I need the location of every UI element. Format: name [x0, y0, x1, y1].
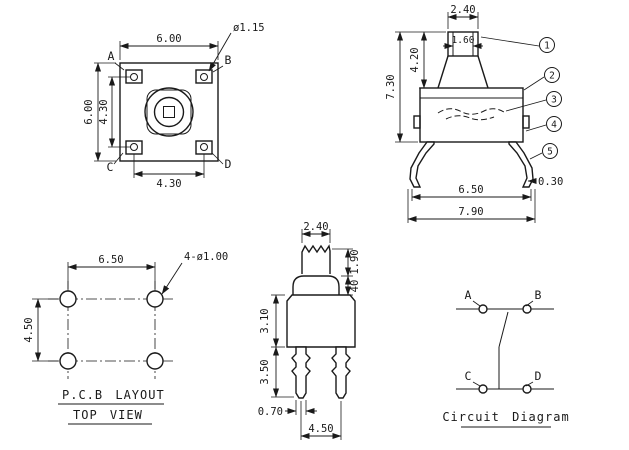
circuit-caption: Circuit Diagram	[442, 410, 569, 424]
terminal-label-c: C	[465, 369, 472, 383]
terminal-pad-c	[125, 140, 143, 155]
switch-blade	[498, 311, 509, 348]
terminal-node-b	[522, 304, 532, 314]
terminal-label-d: D	[535, 369, 542, 383]
callout-1-number: 1	[544, 41, 550, 52]
pin-right	[331, 346, 351, 399]
terminal-label-ticks	[472, 300, 534, 387]
actuator-outer-circle	[144, 87, 194, 137]
lead-right	[508, 141, 534, 188]
top-view-dimensions	[94, 32, 232, 178]
body-tab-left	[413, 115, 421, 129]
callout-2-badge	[544, 67, 560, 83]
terminal-pad-a	[125, 69, 143, 84]
callout-3-badge	[546, 91, 562, 107]
stem-flare-left	[437, 55, 449, 89]
dim-front-stem-lower: 40	[349, 280, 361, 293]
switch-body-side	[419, 87, 524, 143]
terminal-label-b: B	[535, 288, 542, 302]
stem-flare-right	[477, 55, 489, 89]
pcb-layout-view: 6.50 4.50 4-ø1.00 P.C.B LAYOUT TOP VIEW	[23, 251, 228, 425]
corner-label-d: D	[225, 157, 232, 171]
pcb-caption-line2: TOP VIEW	[73, 408, 143, 422]
pcb-hole-1	[59, 290, 77, 308]
dim-front-cap-width: 2.40	[303, 221, 328, 233]
knurled-stem-cap	[301, 244, 331, 274]
callout-2-number: 2	[549, 71, 555, 82]
switch-body-outline	[119, 62, 219, 162]
terminal-pad-b	[195, 69, 213, 84]
front-view: 2.40 1.90 40 3.10 3.50 0.70 4.50	[258, 221, 361, 440]
callout-1-badge	[539, 37, 555, 53]
callout-4-number: 4	[551, 120, 557, 131]
dim-top-pin-pitch-h: 4.30	[156, 178, 181, 190]
dim-front-stem-upper: 1.90	[349, 249, 361, 274]
dim-front-body-height: 3.10	[259, 308, 271, 333]
dim-side-total-height: 7.30	[385, 74, 397, 99]
dim-top-body-width: 6.00	[156, 33, 181, 45]
dim-side-stem-height: 4.20	[409, 47, 421, 72]
terminal-node-c	[478, 384, 488, 394]
terminal-hole-c	[130, 143, 138, 151]
pcb-hole-2	[146, 290, 164, 308]
pcb-dimensions	[32, 262, 183, 362]
stem-shoulder	[292, 275, 340, 295]
callout-4-badge	[546, 116, 562, 132]
pcb-caption-line1: P.C.B LAYOUT	[62, 388, 165, 402]
pin-left	[291, 346, 311, 399]
actuator-stem-circle	[153, 96, 185, 128]
terminal-hole-a	[130, 73, 138, 81]
switch-body-front	[286, 294, 356, 348]
terminal-label-a: A	[465, 288, 472, 302]
callout-5-number: 5	[547, 147, 553, 158]
dim-front-pin-pitch: 4.50	[308, 423, 333, 435]
dim-side-overall-width: 7.90	[458, 206, 483, 218]
dim-top-pin-pitch-v: 4.30	[98, 99, 110, 124]
dim-side-cap-inner: 1.60	[452, 35, 475, 46]
callout-5-badge	[542, 143, 558, 159]
front-view-dimensions	[271, 229, 353, 440]
terminal-node-a	[478, 304, 488, 314]
dim-front-pin-width: 0.70	[258, 406, 283, 418]
dome-contact-dashed	[437, 108, 505, 115]
dim-pcb-hole-pitch-h: 6.50	[98, 254, 123, 266]
terminal-node-d	[522, 384, 532, 394]
callout-leaders	[480, 36, 547, 160]
pcb-hole-note: 4-ø1.00	[184, 251, 228, 263]
corner-label-b: B	[225, 53, 232, 67]
dome-contact-dashed-2	[445, 115, 495, 121]
side-view-dimensions	[395, 12, 537, 223]
dim-side-feet-span: 6.50	[458, 184, 483, 196]
body-tab-right	[522, 115, 530, 129]
actuator-housing-square	[146, 89, 192, 135]
pcb-hole-4	[146, 352, 164, 370]
side-view: 2.40 1.60 4.20 7.30 0.30 6.50 7.90 1 2 3…	[385, 4, 563, 223]
dim-stem-diameter: ø1.15	[233, 22, 265, 34]
pcb-hole-3	[59, 352, 77, 370]
dim-front-pin-length: 3.50	[259, 359, 271, 384]
dim-side-cap-width: 2.40	[450, 4, 475, 16]
lead-left	[409, 141, 435, 188]
circuit-diagram: A B C D Circuit Diagram	[442, 288, 569, 428]
dim-side-lead-thickness: 0.30	[538, 176, 563, 188]
dim-top-body-height: 6.00	[83, 99, 95, 124]
corner-label-c: C	[107, 160, 114, 174]
actuator-center-square	[163, 106, 175, 118]
corner-label-a: A	[108, 49, 115, 63]
callout-3-number: 3	[551, 95, 557, 106]
dim-pcb-hole-pitch-v: 4.50	[23, 317, 35, 342]
terminal-hole-d	[200, 143, 208, 151]
terminal-hole-b	[200, 73, 208, 81]
top-view: 6.00 6.00 4.30 4.30 ø1.15 A B C D	[83, 22, 265, 190]
terminal-pad-d	[195, 140, 213, 155]
